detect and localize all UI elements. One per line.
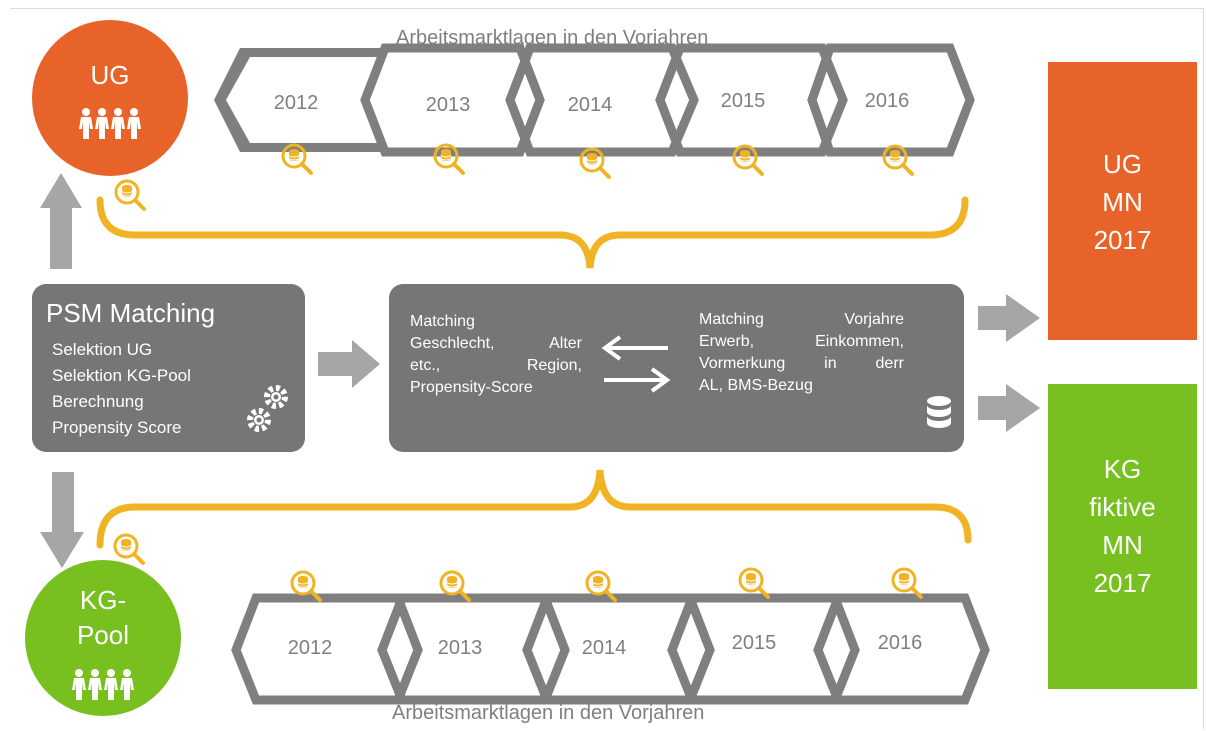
text-word: Alter xyxy=(549,335,582,352)
top-chevron-2016 xyxy=(807,43,975,157)
arrow-up xyxy=(40,173,82,269)
matching-right-line: Erwerb, Einkommen, xyxy=(699,331,904,353)
psm-line: Berechnung xyxy=(52,392,144,411)
result-line: UG xyxy=(1103,149,1142,179)
arrow-right-psm xyxy=(318,340,380,388)
text-word: Matching xyxy=(699,311,764,328)
bottom-chevron-2016 xyxy=(813,593,990,705)
matching-right-line: Matching Vorjahre xyxy=(699,309,904,331)
top-timeline-title: Arbeitsmarktlagen in den Vorjahren xyxy=(396,27,709,49)
psm-line: Selektion KG-Pool xyxy=(52,366,191,385)
result-line: 2017 xyxy=(1093,225,1152,255)
top-chevron-2013 xyxy=(360,43,545,157)
matching-box xyxy=(389,284,964,452)
matching-right-line: AL, BMS-Bezug xyxy=(699,375,904,397)
matching-left-line: etc., Region, xyxy=(410,355,582,377)
ug-result-text: UG MN 2017 xyxy=(1048,145,1197,259)
kg-circle-label-line1: KG- xyxy=(79,585,127,615)
gears-icon xyxy=(247,385,288,432)
matching-right-text: Matching Vorjahre Erwerb, Einkommen, Vorme… xyxy=(699,309,904,397)
text-word: etc., xyxy=(410,357,441,374)
text-word: Erwerb, xyxy=(699,333,755,350)
text-word: Matching xyxy=(410,313,475,330)
bottom-brace xyxy=(96,469,972,549)
psm-line: Propensity Score xyxy=(52,418,182,437)
psm-title: PSM Matching xyxy=(46,298,216,328)
database-icon xyxy=(927,396,951,428)
matching-left-text: Matching Geschlecht, Alter etc., Region, P… xyxy=(410,311,582,399)
top-year-label: 2013 xyxy=(425,94,471,116)
text-word: Vormerkung xyxy=(699,355,786,372)
arrow-right-kg xyxy=(978,384,1040,432)
bottom-year-label: 2016 xyxy=(877,632,923,654)
bottom-year-label: 2015 xyxy=(731,632,777,654)
text-word: Einkommen, xyxy=(815,333,904,350)
text-word: Propensity-Score xyxy=(410,379,533,396)
bottom-timeline-title: Arbeitsmarktlagen in den Vorjahren xyxy=(392,702,705,724)
top-year-label: 2012 xyxy=(273,92,319,114)
arrow-down xyxy=(40,472,84,568)
kg-circle xyxy=(25,560,181,716)
result-line: 2017 xyxy=(1093,568,1152,598)
database-search-icon xyxy=(113,533,145,565)
bottom-year-label: 2014 xyxy=(581,637,627,659)
top-year-label: 2015 xyxy=(720,90,766,112)
top-year-label: 2016 xyxy=(864,90,910,112)
result-line: KG xyxy=(1103,454,1142,484)
text-word: Vorjahre xyxy=(844,311,904,328)
text-word: derr xyxy=(875,355,904,372)
ug-circle-label: UG xyxy=(90,60,130,90)
top-year-label: 2014 xyxy=(567,94,613,116)
text-word: Geschlecht, xyxy=(410,335,495,352)
matching-right-line: Vormerkung in derr xyxy=(699,353,904,375)
kg-circle-label-line2: Pool xyxy=(76,620,130,650)
bottom-year-label: 2012 xyxy=(287,637,333,659)
ug-result-box xyxy=(1048,62,1197,340)
text-word: Region, xyxy=(526,357,582,374)
arrow-right-ug xyxy=(978,294,1040,342)
matching-left-line: Matching xyxy=(410,311,582,333)
result-line: MN xyxy=(1102,187,1143,217)
ug-circle xyxy=(32,20,188,176)
database-search-icon xyxy=(738,567,770,599)
bottom-year-label: 2013 xyxy=(437,637,483,659)
kg-result-box xyxy=(1048,384,1197,689)
swap-arrows-icon xyxy=(601,335,671,393)
top-brace xyxy=(96,196,969,269)
database-search-icon xyxy=(114,179,146,211)
result-line: fiktive xyxy=(1089,492,1156,522)
diagram-frame xyxy=(10,8,1204,729)
text-word: in xyxy=(824,355,837,372)
kg-result-text: KG fiktive MN 2017 xyxy=(1048,450,1197,602)
psm-line: Selektion UG xyxy=(52,340,153,359)
matching-left-line: Propensity-Score xyxy=(410,377,582,399)
database-search-icon xyxy=(891,567,923,599)
text-word: BMS-Bezug xyxy=(727,377,813,394)
psm-box xyxy=(32,284,305,452)
result-line: MN xyxy=(1102,530,1143,560)
matching-left-line: Geschlecht, Alter xyxy=(410,333,582,355)
text-word: AL, xyxy=(699,377,724,394)
top-chevron-2015 xyxy=(655,43,848,157)
top-chevron-2014 xyxy=(505,43,699,157)
